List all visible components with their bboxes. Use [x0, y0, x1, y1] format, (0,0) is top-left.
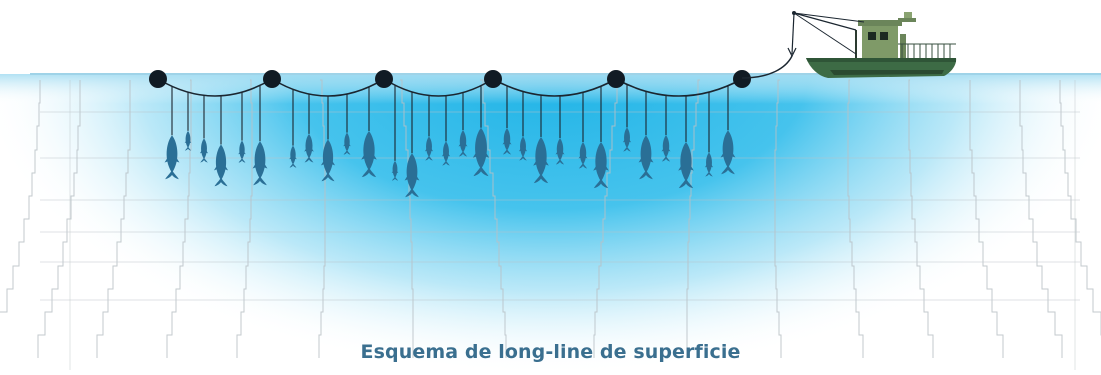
current-line — [166, 79, 192, 358]
fishing-boat-icon — [741, 11, 957, 79]
current-line — [318, 79, 326, 358]
current-line — [686, 79, 700, 358]
floats — [149, 70, 751, 88]
float-buoy-icon — [263, 70, 281, 88]
current-line — [480, 79, 507, 358]
float-buoy-icon — [375, 70, 393, 88]
current-line — [908, 79, 934, 358]
water-surface-band — [0, 74, 1101, 104]
current-line — [400, 79, 414, 358]
diagram-caption: Esquema de long-line de superficie — [360, 341, 741, 363]
branch-lines — [171, 84, 729, 161]
main-line — [157, 78, 743, 97]
current-line — [847, 79, 864, 358]
float-buoy-icon — [607, 70, 625, 88]
current-lines — [0, 79, 1101, 370]
current-line — [1019, 80, 1063, 358]
float-buoy-icon — [733, 70, 751, 88]
current-line — [1059, 80, 1101, 336]
current-line — [774, 79, 782, 358]
current-line — [37, 80, 81, 358]
current-line — [96, 80, 131, 358]
current-line — [0, 80, 41, 313]
current-line — [593, 79, 620, 358]
float-buoy-icon — [484, 70, 502, 88]
water-body — [0, 74, 1101, 375]
float-buoy-icon — [149, 70, 167, 88]
main-line-path — [157, 78, 743, 97]
current-line — [236, 79, 253, 358]
current-line — [969, 80, 1004, 358]
